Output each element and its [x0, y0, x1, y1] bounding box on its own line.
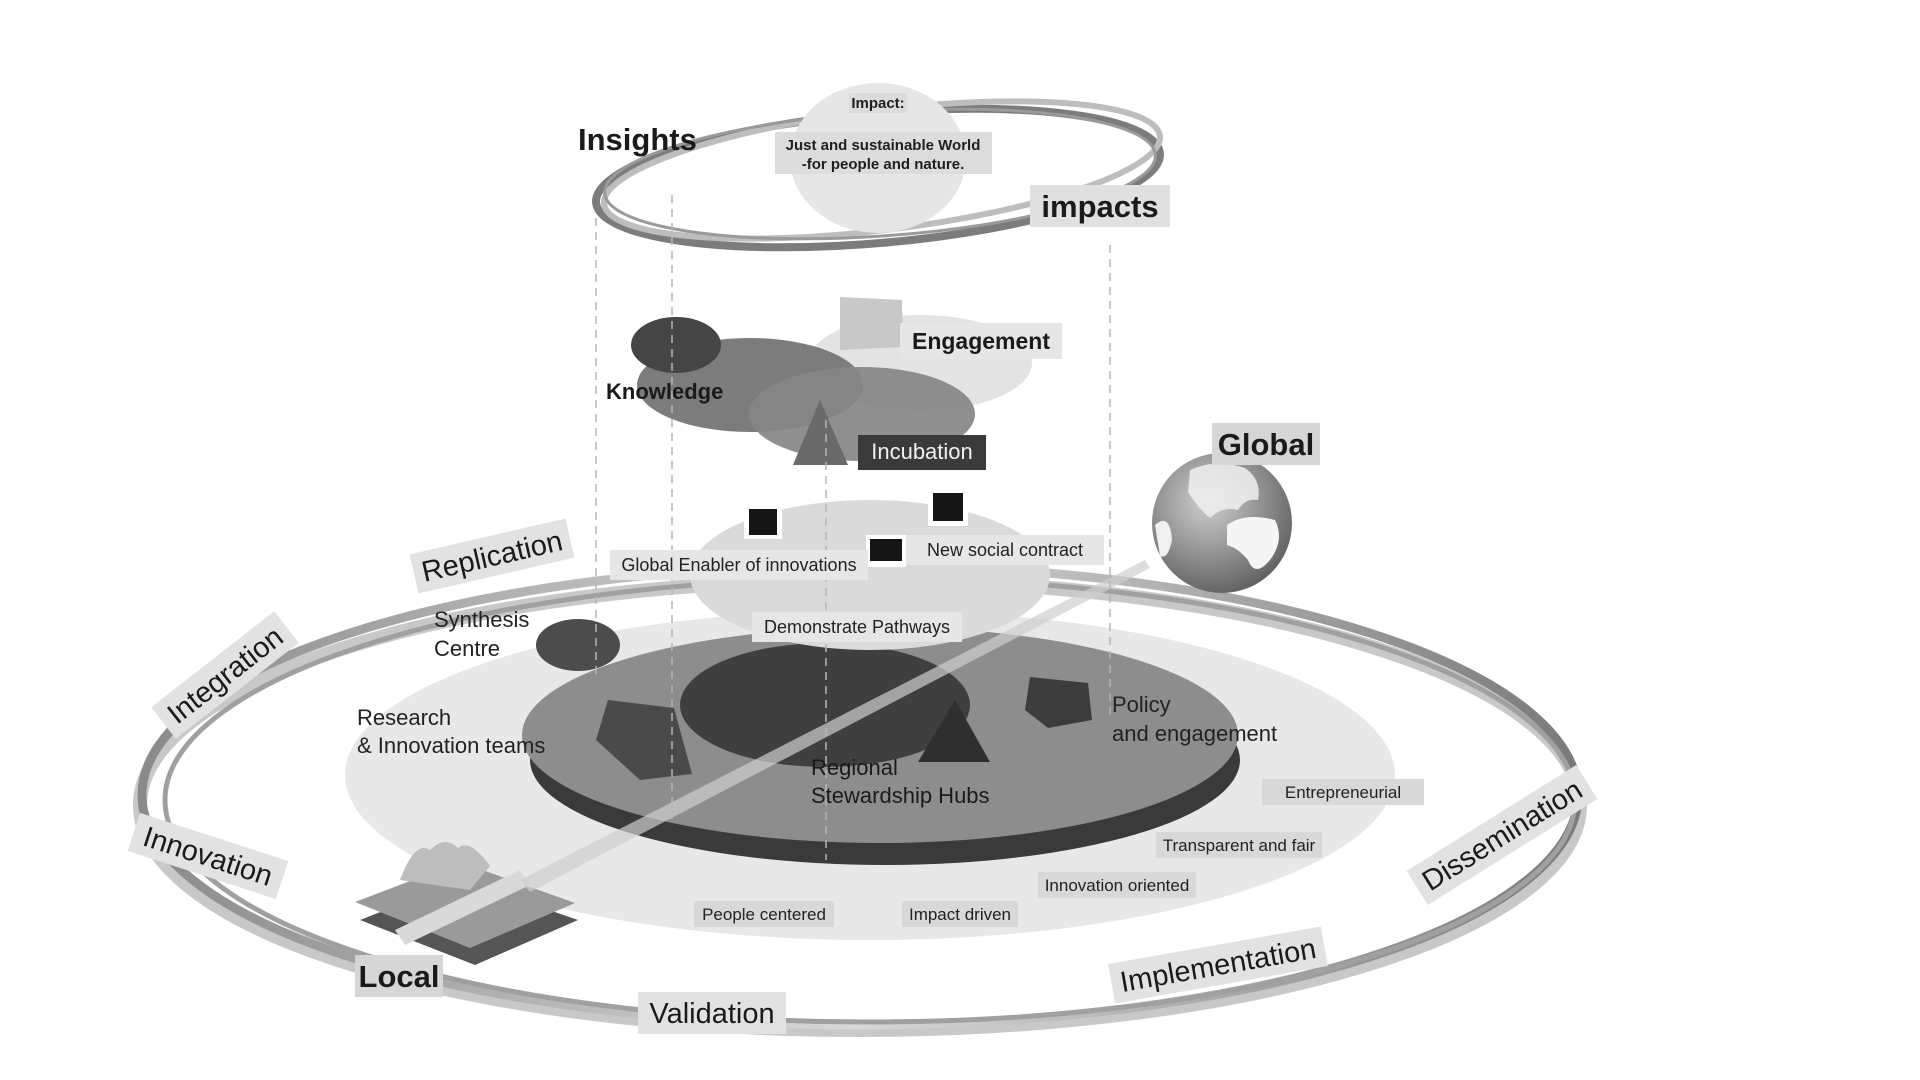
svg-text:Replication: Replication: [419, 525, 566, 588]
global-enabler-label: Global Enabler of innovations: [621, 555, 856, 575]
policy-shape: [1025, 677, 1092, 728]
ring-label-replication: Replication: [409, 518, 575, 594]
research-label-2: & Innovation teams: [357, 733, 545, 758]
synthesis-shape: [536, 619, 620, 671]
global-label: Global: [1218, 427, 1314, 462]
hub-triangle: [918, 700, 990, 762]
svg-text:Innovation: Innovation: [139, 821, 276, 893]
impact-title: Impact:: [851, 95, 904, 112]
connection-beam: [520, 560, 1150, 892]
value-impact-driven: Impact driven: [909, 905, 1011, 924]
dashed-connectors: [595, 195, 1111, 860]
svg-text:Validation: Validation: [649, 998, 774, 1030]
value-people-centered: People centered: [702, 905, 826, 924]
globe-icon: [1152, 453, 1292, 593]
middle-layer: [631, 297, 1032, 465]
impacts-label: impacts: [1041, 189, 1158, 224]
social-contract-label: New social contract: [927, 540, 1083, 560]
synthesis-label-2: Centre: [434, 636, 500, 661]
local-landscape: [355, 841, 578, 965]
value-transparent: Transparent and fair: [1163, 836, 1316, 855]
engagement-label: Engagement: [912, 328, 1050, 354]
insights-label: Insights: [578, 122, 697, 157]
hubs-label-2: Stewardship Hubs: [811, 783, 990, 808]
policy-label-1: Policy: [1112, 692, 1171, 717]
hubs-label-1: Regional: [811, 755, 898, 780]
local-label: Local: [359, 959, 440, 994]
synthesis-label-1: Synthesis: [434, 607, 529, 632]
research-label-1: Research: [357, 705, 451, 730]
impact-line-2: -for people and nature.: [802, 156, 965, 173]
impact-line-1: Just and sustainable World: [786, 137, 981, 154]
value-entrepreneurial: Entrepreneurial: [1285, 783, 1401, 802]
value-innovation-oriented: Innovation oriented: [1045, 876, 1190, 895]
research-shape: [596, 700, 692, 780]
demonstrate-pathways-label: Demonstrate Pathways: [764, 617, 950, 637]
policy-label-2: and engagement: [1112, 721, 1277, 746]
incubation-label: Incubation: [871, 439, 973, 464]
ring-label-validation: Validation: [638, 992, 786, 1034]
knowledge-label: Knowledge: [606, 379, 723, 404]
